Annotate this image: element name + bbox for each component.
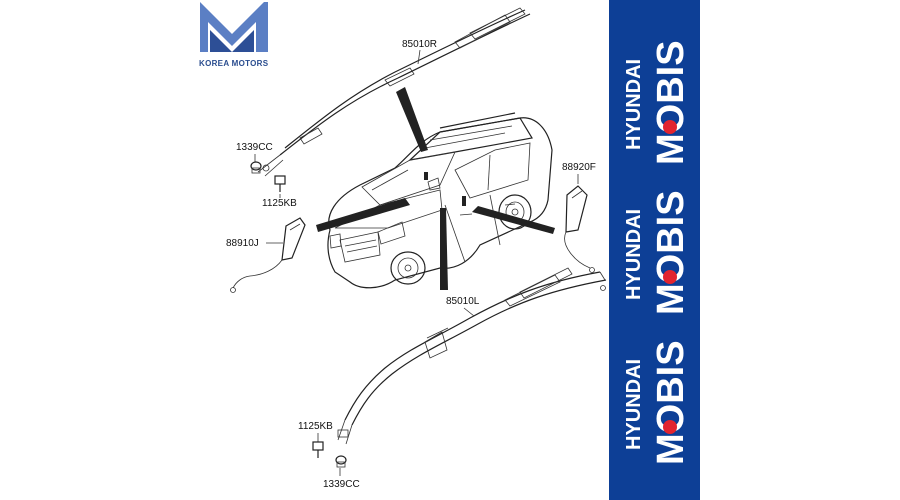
hyundai-text: HYUNDAI [623, 59, 645, 150]
mobis-text: MOBIS [650, 40, 692, 165]
banner-background [609, 0, 700, 500]
pointer-top [396, 87, 428, 152]
mobis-o-accent-icon [663, 270, 677, 284]
pointer-bottom [440, 208, 448, 290]
vehicle-illustration [327, 112, 553, 289]
label-1339cc-top: 1339CC [236, 142, 273, 153]
logo-shadow-icon [210, 30, 254, 52]
pointer-left [316, 198, 410, 232]
pointer-right [472, 206, 555, 234]
hyundai-text: HYUNDAI [623, 359, 645, 450]
mobis-o-accent-icon [663, 420, 677, 434]
clip-icon [250, 161, 262, 174]
mobis-text: MOBIS [650, 190, 692, 315]
label-1125kb-bottom: 1125KB [298, 421, 333, 432]
label-1339cc-bottom: 1339CC [323, 479, 360, 490]
hyundai-text: HYUNDAI [623, 209, 645, 300]
hyundai-mobis-banner: HYUNDAI MOBIS HYUNDAI MOBIS HYUNDAI MOBI… [609, 0, 700, 500]
side-airbag-right [564, 185, 595, 273]
label-1125kb-top: 1125KB [262, 198, 297, 209]
curtain-airbag-left [337, 267, 607, 445]
bolt-icon [312, 441, 324, 458]
label-88920f: 88920F [562, 162, 596, 173]
clip-icon [335, 455, 347, 468]
korea-motors-logo: KOREA MOTORS [199, 2, 269, 68]
mobis-o-accent-icon [663, 120, 677, 134]
label-88910j: 88910J [226, 238, 259, 249]
mobis-text: MOBIS [650, 340, 692, 465]
logo-text: KOREA MOTORS [199, 59, 269, 68]
logo-mark-icon [200, 2, 268, 52]
curtain-airbag-right [257, 7, 531, 177]
bolt-icon [274, 175, 286, 192]
label-85010r: 85010R [402, 39, 437, 50]
side-airbag-left [230, 217, 306, 293]
label-85010l: 85010L [446, 296, 480, 307]
